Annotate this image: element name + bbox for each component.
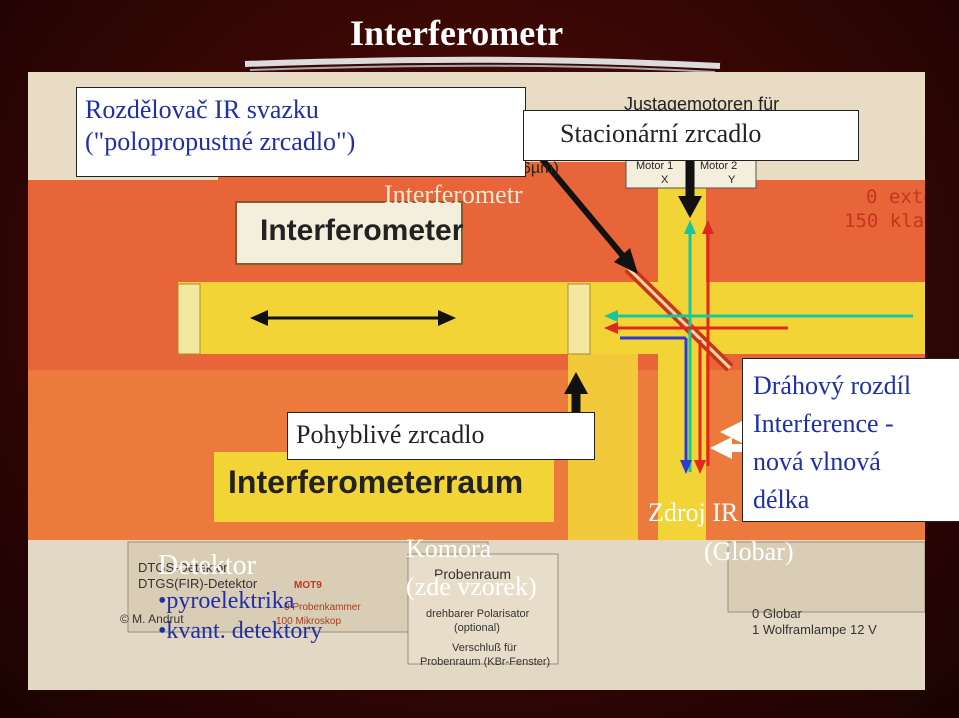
callout-beam-splitter-box: Rozdělovač IR svazku ("polopropustné zrc… [76, 87, 526, 177]
photo-label-y: Y [728, 174, 735, 186]
callout-path-difference: Dráhový rozdíl Interference - nová vlnov… [753, 367, 911, 519]
photo-label-motor1: Motor 1 [636, 160, 673, 172]
photo-label-ext: 0 exte [866, 186, 925, 208]
photo-label-interferometerraum: Interferometerraum [228, 464, 523, 501]
photo-label-interferometer: Interferometer [260, 214, 463, 248]
label-source-globar: (Globar) [704, 537, 794, 567]
label-chamber-sample: (zde vzorek) [406, 572, 537, 602]
callout-beam-splitter: Rozdělovač IR svazku ("polopropustné zrc… [85, 94, 355, 158]
label-chamber: Komora [406, 534, 491, 564]
photo-label-x: X [661, 174, 668, 186]
label-detector-quantum: •kvant. detektory [158, 618, 322, 645]
callout-path-difference-box: Dráhový rozdíl Interference - nová vlnov… [742, 358, 959, 522]
photo-label-polarisator-optional: (optional) [454, 622, 500, 634]
photo-label-verschluss-kbr: Probenraum (KBr-Fenster) [420, 656, 550, 668]
photo-label-um: 6µm) [522, 160, 559, 178]
photo-label-globar: 0 Globar [752, 606, 802, 621]
slide-title: Interferometr [350, 12, 563, 54]
photo-label-verschluss: Verschluß für [452, 642, 517, 654]
callout-stationary-mirror-box: Stacionární zrcadlo [523, 110, 859, 161]
photo-label-wolfram: 1 Wolframlampe 12 V [752, 622, 877, 637]
label-interferometer: Interferometr [384, 180, 523, 210]
photo-label-polarisator: drehbarer Polarisator [426, 608, 529, 620]
label-detector: Detektor [158, 550, 256, 582]
photo-label-motor2: Motor 2 [700, 160, 737, 172]
label-detector-pyro: •pyroelektrika [158, 588, 294, 615]
photo-label-klap: 150 klap [844, 210, 925, 232]
callout-movable-mirror-box: Pohyblivé zrcadlo [287, 412, 595, 460]
photo-label-mot9: MOT9 [294, 580, 322, 591]
callout-movable-mirror: Pohyblivé zrcadlo [296, 420, 484, 450]
callout-stationary-mirror: Stacionární zrcadlo [560, 119, 761, 149]
photo-label-probenkammer: 0 Probenkammer [284, 602, 361, 613]
